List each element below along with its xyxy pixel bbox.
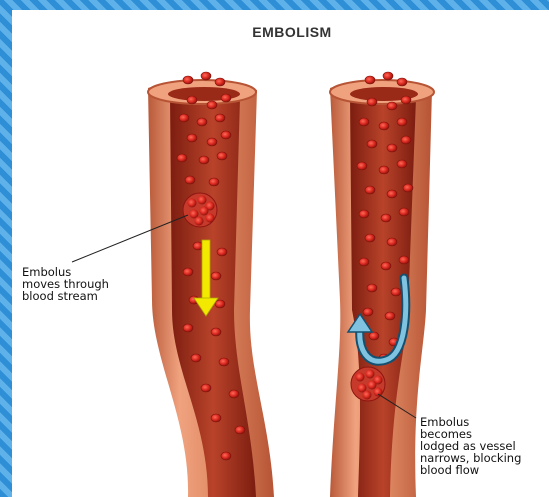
caption-line: blood stream xyxy=(22,290,109,302)
caption-line: blood flow xyxy=(420,464,521,476)
embolus-right xyxy=(351,367,385,401)
vessel-right xyxy=(330,72,434,497)
caption-embolus-lodged: Embolus becomes lodged as vessel narrows… xyxy=(420,416,521,476)
diagram-panel: EMBOLISM xyxy=(12,10,549,497)
caption-embolus-moving: Embolus moves through blood stream xyxy=(22,266,109,302)
embolus-left xyxy=(183,193,217,227)
